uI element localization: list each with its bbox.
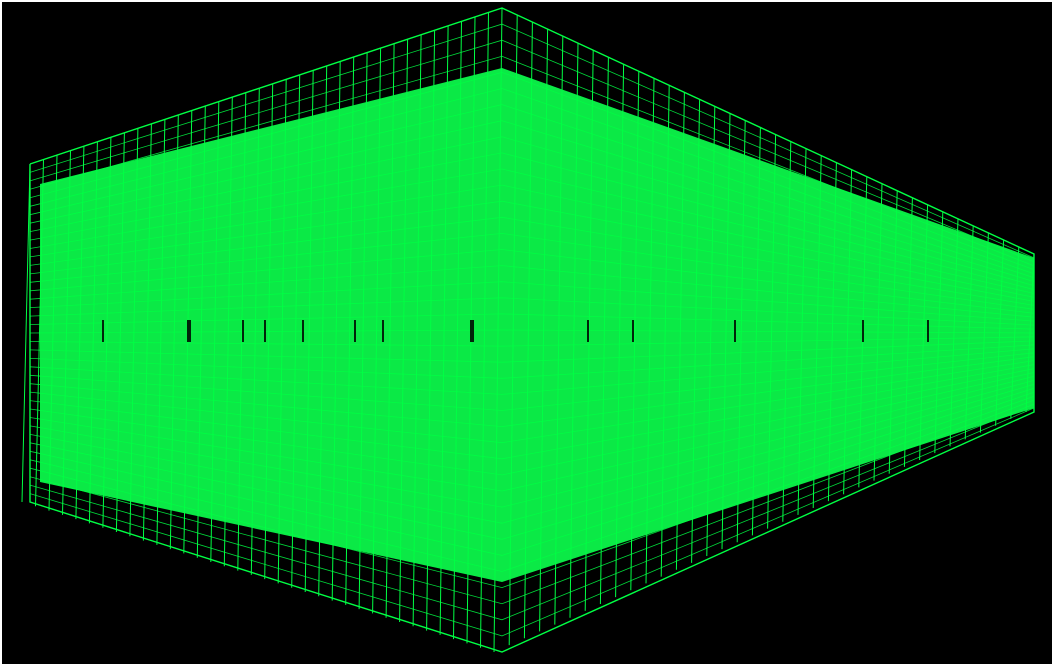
mesh-line xyxy=(29,71,1035,271)
mesh-line xyxy=(29,380,1035,524)
mesh-line xyxy=(29,39,1035,263)
mesh-streak xyxy=(470,320,474,342)
mesh-line xyxy=(29,356,1035,428)
mesh-streak xyxy=(242,320,244,342)
mesh-streak xyxy=(102,320,104,342)
mesh-streak xyxy=(927,320,929,342)
mesh-line xyxy=(29,200,1035,302)
mesh-line xyxy=(29,88,1035,275)
mesh-line xyxy=(29,372,1035,492)
mesh-line xyxy=(29,344,1035,379)
mesh-line xyxy=(29,391,1035,572)
mesh-line xyxy=(29,23,1035,259)
mesh-streak xyxy=(302,320,304,342)
mesh-streak xyxy=(382,320,384,342)
mesh-streak xyxy=(187,320,191,342)
mesh-line xyxy=(29,152,1035,290)
mesh-line xyxy=(29,403,1035,621)
mesh-line xyxy=(29,407,1035,637)
mesh-line xyxy=(29,104,1035,279)
mesh-line xyxy=(29,168,1035,294)
mesh-line xyxy=(29,297,1035,326)
mesh-line xyxy=(29,340,1035,363)
mesh-line xyxy=(29,55,1035,267)
mesh-line xyxy=(29,399,1035,605)
mesh-line xyxy=(29,281,1035,322)
mesh-line xyxy=(29,348,1035,395)
mesh-line xyxy=(29,336,1035,347)
mesh-line xyxy=(29,384,1035,540)
mesh-line xyxy=(29,387,1035,556)
mesh-line xyxy=(29,136,1035,286)
mesh-line xyxy=(29,216,1035,306)
mesh-line xyxy=(29,364,1035,460)
mesh-line xyxy=(21,163,31,503)
mesh-streak xyxy=(632,320,634,342)
mesh-line xyxy=(29,368,1035,476)
mesh-line xyxy=(29,395,1035,589)
mesh-line xyxy=(29,249,1035,314)
mesh-streak xyxy=(862,320,864,342)
mesh-line xyxy=(29,360,1035,444)
mesh-line xyxy=(29,120,1035,282)
mesh-line xyxy=(29,265,1035,318)
mesh-sheets xyxy=(21,7,1035,653)
mesh-streak xyxy=(264,320,266,342)
mesh-line xyxy=(29,184,1035,298)
mesh-streak xyxy=(734,320,736,342)
mesh-streak xyxy=(587,320,589,342)
mesh-outline xyxy=(29,7,1035,653)
mesh-line xyxy=(29,376,1035,508)
mesh-line xyxy=(29,232,1035,310)
mesh-line xyxy=(29,352,1035,411)
mesh-streak xyxy=(354,320,356,342)
